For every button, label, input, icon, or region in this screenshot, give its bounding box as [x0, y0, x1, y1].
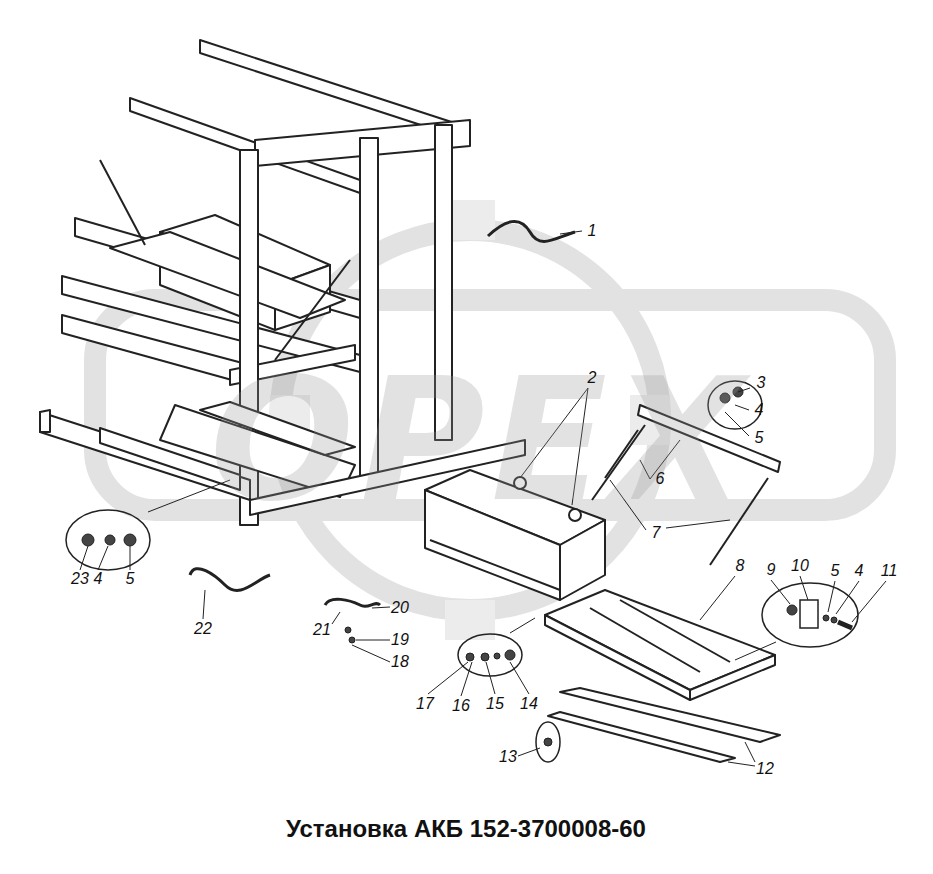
callout-number: 19: [391, 632, 409, 648]
callout-number: 16: [452, 698, 470, 714]
callout-number: 9: [767, 562, 776, 578]
callout-number: 4: [755, 402, 764, 418]
watermark: OPEX: [210, 355, 750, 525]
callout-number: 1: [588, 223, 597, 239]
callout-number: 4: [94, 571, 103, 587]
callout-number: 22: [194, 621, 212, 637]
callout-number: 5: [755, 430, 764, 446]
callout-number: 6: [656, 471, 665, 487]
callout-number: 14: [520, 696, 538, 712]
callout-number: 12: [756, 761, 774, 777]
callout-number: 15: [486, 696, 504, 712]
callout-number: 3: [757, 375, 766, 391]
diagram-title: Установка АКБ 152-3700008-60: [286, 817, 646, 841]
callout-number: 10: [791, 558, 809, 574]
callout-number: 17: [416, 696, 434, 712]
callout-number: 11: [881, 563, 898, 579]
callout-number: 5: [126, 571, 135, 587]
callout-number: 4: [855, 563, 864, 579]
callout-number: 21: [313, 622, 331, 638]
callout-number: 13: [499, 749, 517, 765]
callout-number: 8: [736, 558, 745, 574]
callout-number: 2: [588, 370, 597, 386]
callout-number: 7: [652, 525, 661, 541]
callout-number: 18: [391, 654, 409, 670]
callout-number: 5: [831, 563, 840, 579]
callout-number: 23: [71, 571, 89, 587]
callout-number: 20: [391, 600, 409, 616]
